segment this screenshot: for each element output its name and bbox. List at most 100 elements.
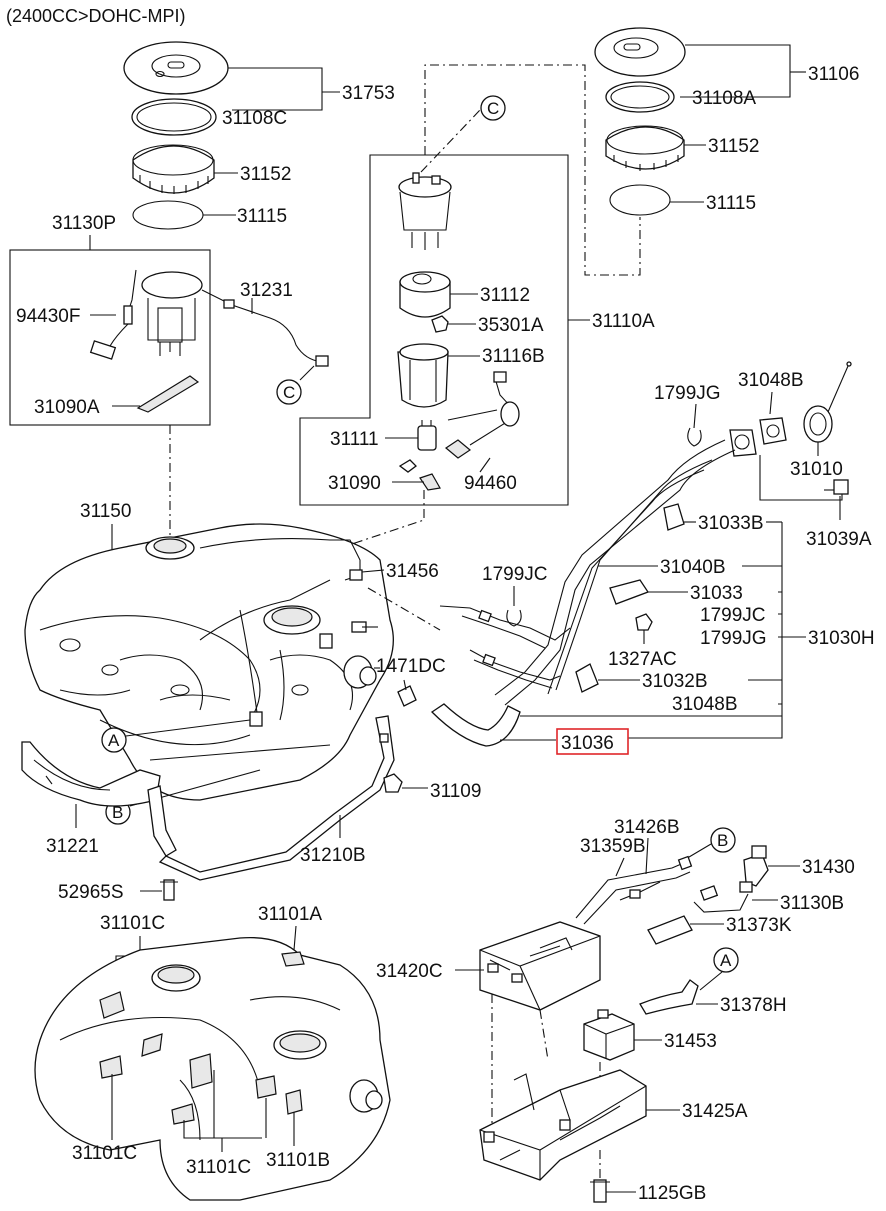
label-31221: 31221 xyxy=(46,836,99,857)
pressure-regulator-part[interactable] xyxy=(431,315,449,333)
label-31115-left: 31115 xyxy=(237,206,287,227)
label-31152-left: 31152 xyxy=(240,164,291,185)
canister-bracket-31425A-part[interactable] xyxy=(479,1069,647,1181)
label-31036[interactable]: 31036 xyxy=(561,733,614,754)
label-1799JG-top: 1799JG xyxy=(654,383,721,404)
label-94460: 94460 xyxy=(464,473,517,494)
hose-clamp-top-part[interactable] xyxy=(687,427,702,447)
label-31101C-top: 31101C xyxy=(100,913,165,934)
pump-kit-box xyxy=(299,154,569,506)
hose-31373K-part[interactable] xyxy=(647,915,693,945)
label-31150: 31150 xyxy=(80,501,131,522)
pump-filter-sock-part[interactable] xyxy=(398,459,441,491)
label-31152-right: 31152 xyxy=(708,136,759,157)
fuel-pump-module-part[interactable] xyxy=(89,269,203,360)
callout-c-top: C xyxy=(480,95,506,121)
label-1799JC-right: 1799JC xyxy=(700,605,766,626)
fuel-level-sensor-part[interactable] xyxy=(444,371,520,459)
label-31032B: 31032B xyxy=(642,671,708,692)
label-31110A: 31110A xyxy=(592,311,655,332)
left-gasket-part[interactable] xyxy=(132,200,204,230)
svg-text:C: C xyxy=(487,99,499,118)
label-31033B: 31033B xyxy=(698,513,764,534)
label-31453: 31453 xyxy=(664,1031,717,1052)
svg-text:B: B xyxy=(717,831,728,850)
label-31456: 31456 xyxy=(386,561,439,582)
bracket-31033B-part[interactable] xyxy=(663,503,685,531)
label-31426B: 31426B xyxy=(614,817,680,838)
fitting-31130B-part[interactable] xyxy=(693,881,753,913)
right-gasket-part[interactable] xyxy=(609,184,671,216)
label-1125GB: 1125GB xyxy=(638,1183,706,1204)
label-31040B: 31040B xyxy=(660,557,726,578)
fuel-cap-part[interactable] xyxy=(803,361,852,443)
callout-a-tank: A xyxy=(101,727,127,753)
label-31101B: 31101B xyxy=(266,1150,330,1171)
label-1799JC-left: 1799JC xyxy=(482,564,548,585)
bolt-31039A-part[interactable] xyxy=(824,479,849,495)
label-35301A: 35301A xyxy=(478,315,544,336)
svg-text:C: C xyxy=(283,383,295,402)
left-cover-plate-part[interactable] xyxy=(123,41,229,95)
label-31420C: 31420C xyxy=(376,961,443,982)
filter-31453-part[interactable] xyxy=(583,1009,635,1061)
label-1327AC: 1327AC xyxy=(608,649,677,670)
canister-vent-lines-part[interactable] xyxy=(575,855,693,925)
label-31116B: 31116B xyxy=(482,346,545,367)
fuel-tank-shell-part[interactable] xyxy=(34,936,391,1201)
heat-shield-31221-part[interactable] xyxy=(21,741,161,807)
filler-neck-pipe-part[interactable] xyxy=(494,429,757,706)
svg-text:B: B xyxy=(112,803,123,822)
hose-31378H-part[interactable] xyxy=(639,979,699,1015)
label-31359B: 31359B xyxy=(580,836,646,857)
label-31039A: 31039A xyxy=(806,529,872,550)
label-31130P: 31130P xyxy=(52,213,116,234)
label-1471DC: 1471DC xyxy=(376,656,446,677)
pump-reservoir-part[interactable] xyxy=(399,271,451,318)
filler-neck-gasket-part[interactable] xyxy=(759,417,787,445)
filler-inlet-1471DC-part[interactable] xyxy=(343,655,377,689)
label-31101C-mid: 31101C xyxy=(186,1157,251,1178)
pump-flange-part[interactable] xyxy=(398,172,452,250)
label-31048B-top: 31048B xyxy=(738,370,804,391)
right-seal-ring-part[interactable] xyxy=(605,81,675,113)
label-31378H: 31378H xyxy=(720,995,787,1016)
left-lock-ring-part[interactable] xyxy=(132,144,215,194)
bolt-31109-part[interactable] xyxy=(383,773,403,793)
right-cover-plate-part[interactable] xyxy=(594,27,686,77)
bolt-1125GB-part[interactable] xyxy=(590,1179,610,1203)
label-31425A: 31425A xyxy=(682,1101,748,1122)
label-31101C-left: 31101C xyxy=(72,1143,137,1164)
label-31030H: 31030H xyxy=(808,628,875,649)
label-31101A: 31101A xyxy=(258,904,322,925)
nut-1327AC-part[interactable] xyxy=(635,613,653,631)
svg-text:A: A xyxy=(108,731,120,750)
bracket-31033-part[interactable] xyxy=(609,579,649,605)
label-31753: 31753 xyxy=(342,83,395,104)
filter-bowl-part[interactable] xyxy=(397,343,449,408)
grommet-31032B-part[interactable] xyxy=(575,663,599,693)
label-31130B: 31130B xyxy=(780,893,844,914)
fuel-hose-31036-part[interactable] xyxy=(430,703,521,747)
sender-arm-part[interactable] xyxy=(136,375,200,413)
bolt-52965S-part[interactable] xyxy=(160,879,178,901)
label-31033: 31033 xyxy=(690,583,743,604)
vapor-line-part[interactable] xyxy=(439,605,571,689)
callout-b-canister: B xyxy=(710,827,736,853)
label-31108A: 31108A xyxy=(692,88,756,109)
label-94430F: 94430F xyxy=(16,306,80,327)
wiring-harness-part[interactable] xyxy=(201,289,329,367)
tank-strap-31210B-part[interactable] xyxy=(147,715,395,881)
left-seal-ring-part[interactable] xyxy=(131,98,217,136)
svg-text:A: A xyxy=(720,951,732,970)
right-lock-ring-part[interactable] xyxy=(605,125,685,171)
hose-clamp-left-part[interactable] xyxy=(506,609,522,627)
callout-a-canister: A xyxy=(713,947,739,973)
fuel-pump-motor-part[interactable] xyxy=(417,420,437,451)
charcoal-canister-part[interactable] xyxy=(479,921,601,1011)
label-31430: 31430 xyxy=(802,857,855,878)
fuel-tank-assembly-part[interactable] xyxy=(24,523,394,801)
vacuum-fitting-31430-part[interactable] xyxy=(743,845,769,887)
clip-1471DC-part[interactable] xyxy=(397,685,417,707)
